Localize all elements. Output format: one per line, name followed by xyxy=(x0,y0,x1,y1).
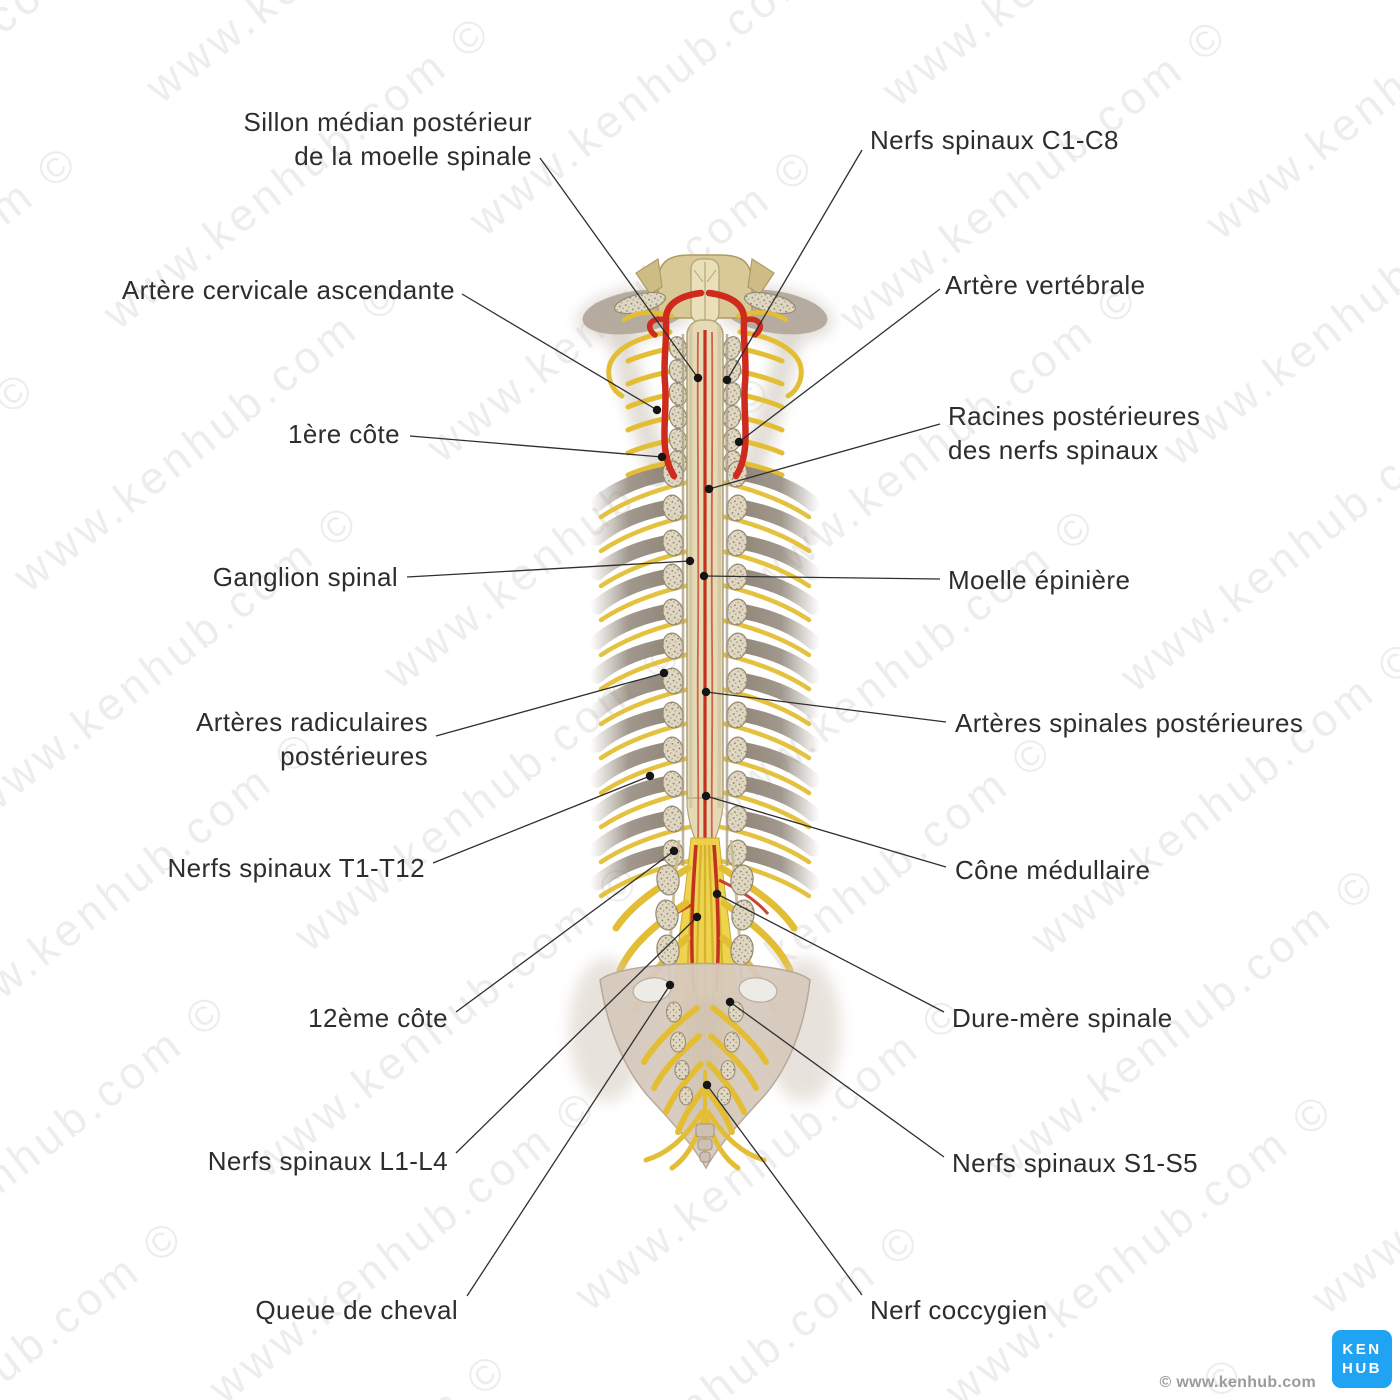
coccyx xyxy=(695,1123,715,1138)
label-1ere-cote: 1ère côte xyxy=(287,419,400,449)
label-12eme-cote: 12ème côte xyxy=(308,1003,448,1033)
label-nerfs-spinaux-l1-l4: Nerfs spinaux L1-L4 xyxy=(207,1146,448,1176)
leader-line-cone-medullaire xyxy=(705,795,947,868)
label-nerfs-spinaux-c1-c8: Nerfs spinaux C1-C8 xyxy=(870,125,1119,155)
kenhub-logo-line1: KEN xyxy=(1342,1341,1382,1358)
coccygeal-nerve-fan xyxy=(643,1109,705,1163)
label-nerf-coccygien: Nerf coccygien xyxy=(870,1295,1048,1325)
vertebral-arteries xyxy=(646,289,764,480)
leader-lines xyxy=(406,149,947,1297)
label-cone-medullaire: Cône médullaire xyxy=(955,855,1151,885)
sacrum-region xyxy=(569,958,841,1171)
label-dure-mere-spinale: Dure-mère spinale xyxy=(952,1003,1173,1033)
leader-line-dure-mere xyxy=(716,893,945,1013)
copyright-text: © www.kenhub.com xyxy=(1159,1374,1316,1391)
leader-dots xyxy=(645,373,744,1090)
kenhub-logo: KEN HUB xyxy=(1332,1330,1392,1388)
kenhub-logo-line2: HUB xyxy=(1342,1360,1382,1377)
vertebral-artery-right xyxy=(705,289,749,480)
spinal-cord-column xyxy=(681,319,729,866)
leader-line-artere-vertebrale xyxy=(738,288,941,443)
leader-line-nerfs-l1-l4 xyxy=(455,916,698,1154)
vertebral-artery-left xyxy=(661,289,705,480)
leader-line-12eme-cote xyxy=(455,850,675,1013)
leader-line-queue-de-cheval xyxy=(466,984,671,1297)
leader-line-arteres-radiculaires xyxy=(435,672,665,737)
leader-line-ganglion-spinal xyxy=(406,560,691,578)
leader-line-sillon-median xyxy=(539,157,699,379)
leader-line-1ere-cote xyxy=(409,435,663,458)
lumbar-nerve xyxy=(612,864,692,932)
leader-line-nerfs-s1-s5 xyxy=(729,1001,945,1158)
leader-line-moelle-epiniere xyxy=(703,575,941,580)
cervical-plexus-right xyxy=(737,329,804,399)
label-nerfs-spinaux-t1-t12: Nerfs spinaux T1-T12 xyxy=(167,853,425,883)
label-queue-de-cheval: Queue de cheval xyxy=(255,1295,458,1325)
label-ganglion-spinal: Ganglion spinal xyxy=(212,562,398,592)
posterior-spinal-artery-right xyxy=(710,331,714,851)
cervical-plexus-left xyxy=(606,329,673,399)
leader-line-arteres-spinales xyxy=(705,691,947,723)
leader-line-nerfs-c1-c8 xyxy=(726,149,863,381)
leader-line-artere-cervicale xyxy=(461,293,658,411)
label-arteres-spinales-posterieures: Artères spinales postérieures xyxy=(955,708,1304,738)
leader-line-racines-posterieures xyxy=(708,423,941,490)
sacral-nerve xyxy=(641,1005,700,1065)
label-artere-vertebrale: Artère vertébrale xyxy=(945,270,1146,300)
leader-line-nerf-coccygien xyxy=(706,1084,863,1296)
posterior-spinal-artery-left xyxy=(696,331,700,851)
label-artere-cervicale-ascendante: Artère cervicale ascendante xyxy=(121,275,455,305)
leader-line-nerfs-t1-t12 xyxy=(432,775,651,864)
label-moelle-epiniere: Moelle épinière xyxy=(948,565,1131,595)
label-nerfs-spinaux-s1-s5: Nerfs spinaux S1-S5 xyxy=(952,1148,1199,1178)
